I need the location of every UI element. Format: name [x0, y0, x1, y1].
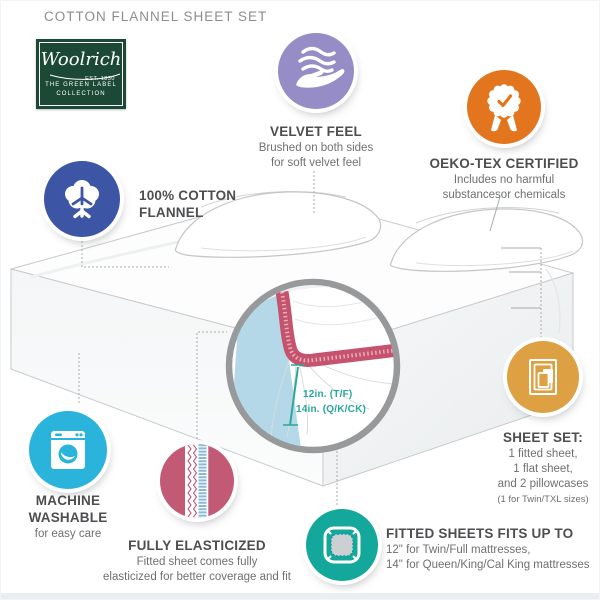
velvet-feel-text: VELVET FEEL Brushed on both sides for so… [226, 124, 406, 171]
leader-oeko [489, 196, 501, 232]
oeko-tex-text: OEKO-TEX CERTIFIED Includes no harmful s… [429, 156, 579, 201]
velvet-feel-circle [278, 33, 354, 109]
mattress [9, 192, 575, 487]
leader-lines [78, 171, 542, 507]
sheet-set-text: SHEET SET: 1 fitted sheet, 1 flat sheet,… [497, 430, 589, 505]
fitted-sheets-circle [306, 509, 378, 581]
leader-cotton [81, 241, 169, 268]
page-title: COTTON FLANNEL SHEET SET [44, 9, 268, 24]
certificate-badge-icon [487, 84, 521, 132]
cotton-flannel-circle [44, 161, 120, 237]
machine-washable-text: MACHINE WASHABLE for easy care [28, 493, 108, 540]
fully-elasticized-circle [160, 444, 234, 518]
elastic-trim-band [275, 290, 394, 367]
brand-name: Woolrich [40, 49, 122, 70]
logo-swash [49, 73, 121, 80]
leader-sheetset-ticks [501, 247, 541, 309]
depth-label-twin: 12in. (T/F) [303, 389, 353, 400]
magnifier-detail [225, 278, 401, 454]
sheet-set-circle [507, 341, 579, 413]
pillow-right [389, 207, 584, 272]
collection-line1: THE GREEN LABEL [45, 82, 117, 88]
machine-washable-circle [29, 411, 107, 489]
fully-elasticized-text: FULLY ELASTICIZED Fitted sheet comes ful… [103, 538, 291, 583]
feature-heading: VELVET FEEL [270, 124, 362, 139]
brand-logo: Woolrich EST. 1830 THE GREEN LABEL COLLE… [36, 39, 126, 109]
depth-label-queen: 14in. (Q/K/CK) [296, 404, 367, 415]
depth-measure-line [289, 366, 299, 426]
fitted-sheet-icon [323, 526, 361, 564]
washing-machine-icon [51, 431, 85, 469]
collection-line2: COLLECTION [56, 91, 106, 97]
pillow-left [174, 191, 382, 258]
leader-elastic [196, 331, 227, 443]
cotton-flannel-text: 100% COTTON FLANNEL [139, 188, 237, 220]
cotton-boll-icon [65, 180, 99, 219]
canvas-edge [1, 593, 599, 599]
brand-est: EST. 1830 [85, 76, 115, 82]
hand-waves-icon [296, 46, 345, 88]
elastic-band-icon [185, 444, 209, 518]
fitted-sheets-text: FITTED SHEETS FITS UP TO 12" for Twin/Fu… [386, 526, 590, 571]
oeko-tex-circle [467, 70, 541, 144]
sheet-stack-icon [529, 359, 557, 395]
